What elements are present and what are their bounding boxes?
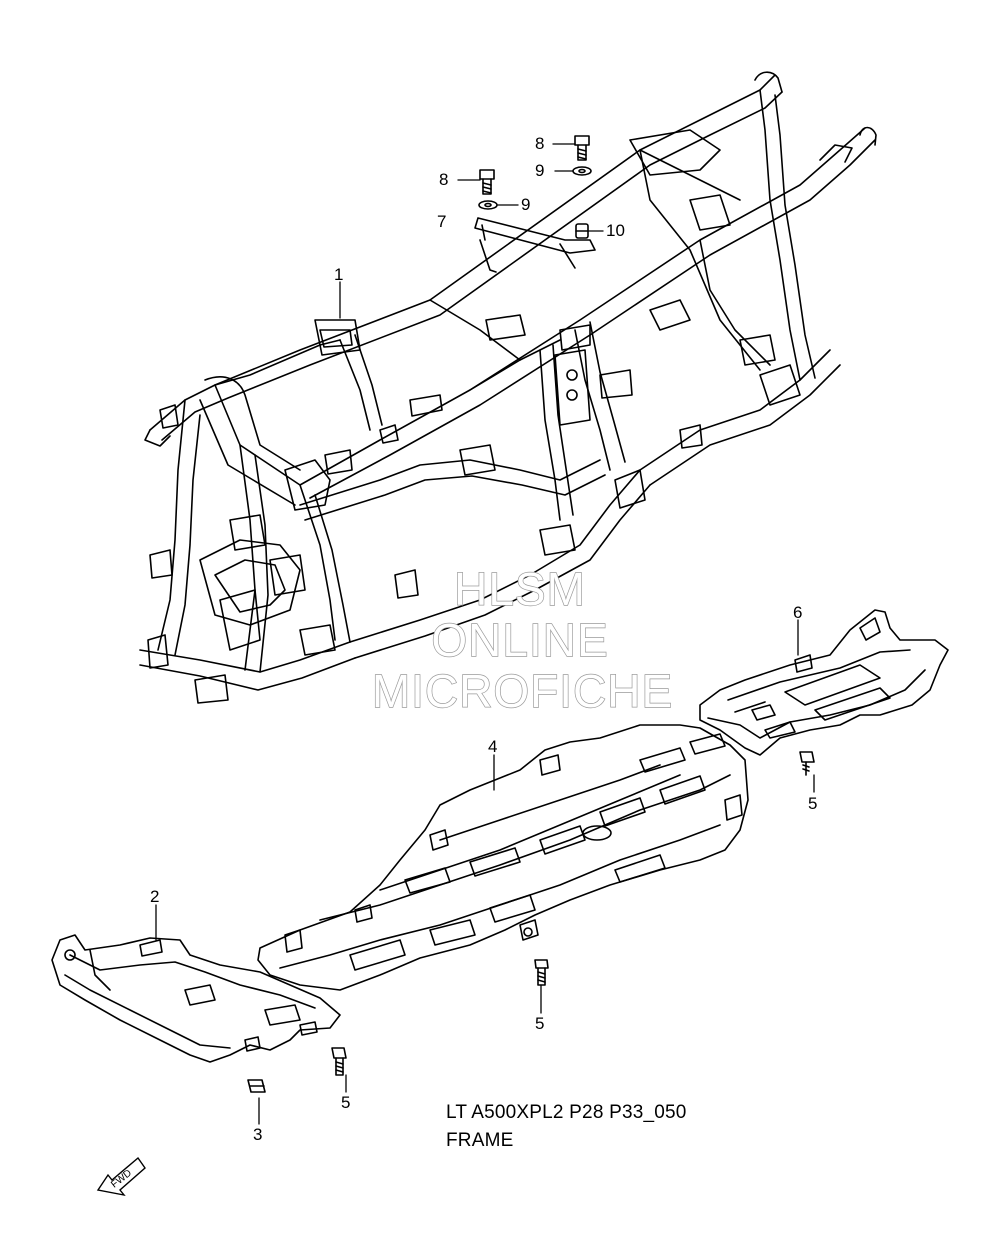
callout-5-front: 5 xyxy=(341,1093,351,1112)
callout-9-left: 9 xyxy=(521,195,531,214)
callout-6: 6 xyxy=(793,603,803,622)
washer-part-9-right xyxy=(572,166,592,176)
callout-1: 1 xyxy=(334,265,344,284)
diagram-code: LT A500XPL2 P28 P33_050 xyxy=(446,1102,687,1123)
watermark-line-2: ONLINE xyxy=(431,613,609,666)
bolt-part-8-right xyxy=(574,135,590,161)
callout-8-right: 8 xyxy=(535,134,545,153)
rear-skid-plate-part-6 xyxy=(699,609,949,756)
bolt-part-5-rear xyxy=(799,751,815,776)
diagram-title: FRAME xyxy=(446,1130,514,1151)
bracket-part-7 xyxy=(474,217,596,273)
nut-part-10 xyxy=(575,223,589,239)
frame-part-1 xyxy=(139,71,877,704)
front-skid-plate-part-2 xyxy=(51,934,341,1063)
callout-2: 2 xyxy=(150,887,160,906)
nut-part-3 xyxy=(247,1079,266,1093)
callout-3: 3 xyxy=(253,1125,263,1144)
fwd-arrow-icon: FWD xyxy=(96,1156,146,1197)
bolt-part-5-front xyxy=(331,1047,347,1076)
callout-5-rear: 5 xyxy=(808,794,818,813)
bolt-part-8-left xyxy=(479,169,495,195)
callout-7: 7 xyxy=(437,212,447,231)
washer-part-9-left xyxy=(478,200,498,210)
bolt-part-5-middle xyxy=(534,959,549,986)
watermark-line-3: MICROFICHE xyxy=(371,664,674,717)
callout-10: 10 xyxy=(606,221,625,240)
callout-8-left: 8 xyxy=(439,170,449,189)
watermark-line-1: HLSM xyxy=(453,562,586,615)
callout-9-right: 9 xyxy=(535,161,545,180)
callout-4: 4 xyxy=(488,737,498,756)
main-skid-plate-part-4 xyxy=(257,724,749,991)
callout-5-middle: 5 xyxy=(535,1014,545,1033)
